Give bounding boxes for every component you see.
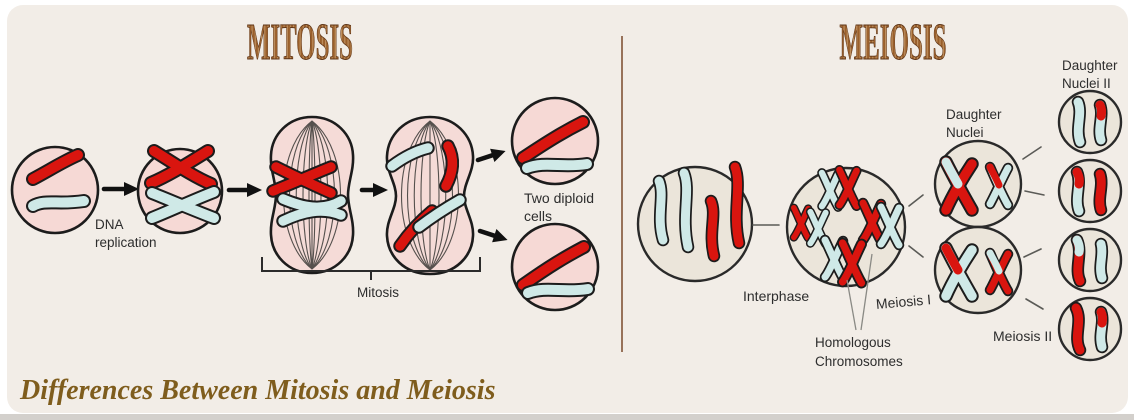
connector-line [1022, 146, 1042, 160]
arrow-icon [226, 183, 262, 197]
daughter-nuclei-ii-label-line2: Nuclei II [1062, 76, 1111, 91]
connector-line [1025, 298, 1044, 310]
connector-line [1023, 248, 1042, 258]
mitosis-bracket-label: Mitosis [357, 285, 399, 300]
homologous-chromosomes-label-line2: Chromosomes [815, 354, 903, 369]
arrow-icon [475, 148, 506, 163]
meiosis-title: MEIOSIS [840, 14, 947, 71]
daughter-nucleus-ii-cell-1 [1057, 89, 1123, 155]
interphase-label: Interphase [743, 288, 809, 304]
meiosis-i-cell [785, 168, 907, 286]
arrow-icon [101, 182, 139, 196]
daughter-nucleus-cell-2 [933, 225, 1023, 315]
mitosis-replicated-cell [136, 144, 224, 235]
daughter-nuclei-label-line2: Nuclei [946, 125, 984, 140]
daughter-nuclei-ii-label-line1: Daughter [1062, 58, 1118, 73]
card-background [7, 5, 1128, 413]
mitosis-anaphase-cell [385, 115, 475, 276]
spindle-fibers [400, 120, 460, 271]
connector-line [908, 245, 924, 258]
connector-line [908, 194, 924, 207]
arrow-icon [359, 183, 388, 197]
pointer-line [860, 253, 873, 331]
caption-title: Differences Between Mitosis and Meiosis [19, 375, 496, 406]
meiosis-i-label: Meiosis I [875, 291, 931, 312]
meiosis-interphase-cell [636, 160, 754, 283]
meiosis-ii-label: Meiosis II [993, 328, 1052, 344]
diploid-cell-bottom [510, 222, 600, 312]
daughter-nucleus-ii-cell-4 [1057, 296, 1123, 362]
mitosis-bracket [261, 257, 481, 280]
two-diploid-cells-label-line1: Two diploid [524, 190, 594, 206]
two-diploid-cells-label-line2: cells [524, 208, 552, 224]
daughter-nucleus-ii-cell-2 [1057, 158, 1123, 224]
bottom-edge-strip [0, 414, 1134, 420]
arrow-icon [477, 228, 508, 243]
dna-replication-label-line1: DNA [95, 217, 124, 232]
mitosis-parent-cell [10, 145, 100, 235]
daughter-nucleus-ii-cell-3 [1057, 227, 1123, 293]
connector-line [1024, 190, 1045, 196]
homologous-chromosomes-label-line1: Homologous [815, 335, 891, 350]
pointer-line [846, 279, 857, 331]
mitosis-title: MITOSIS [247, 14, 353, 71]
diploid-cell-top [510, 96, 600, 186]
daughter-nucleus-cell-1 [933, 139, 1023, 229]
daughter-nuclei-label-line1: Daughter [946, 107, 1002, 122]
mitosis-metaphase-cell [266, 115, 355, 275]
dna-replication-label-line2: replication [95, 235, 157, 250]
